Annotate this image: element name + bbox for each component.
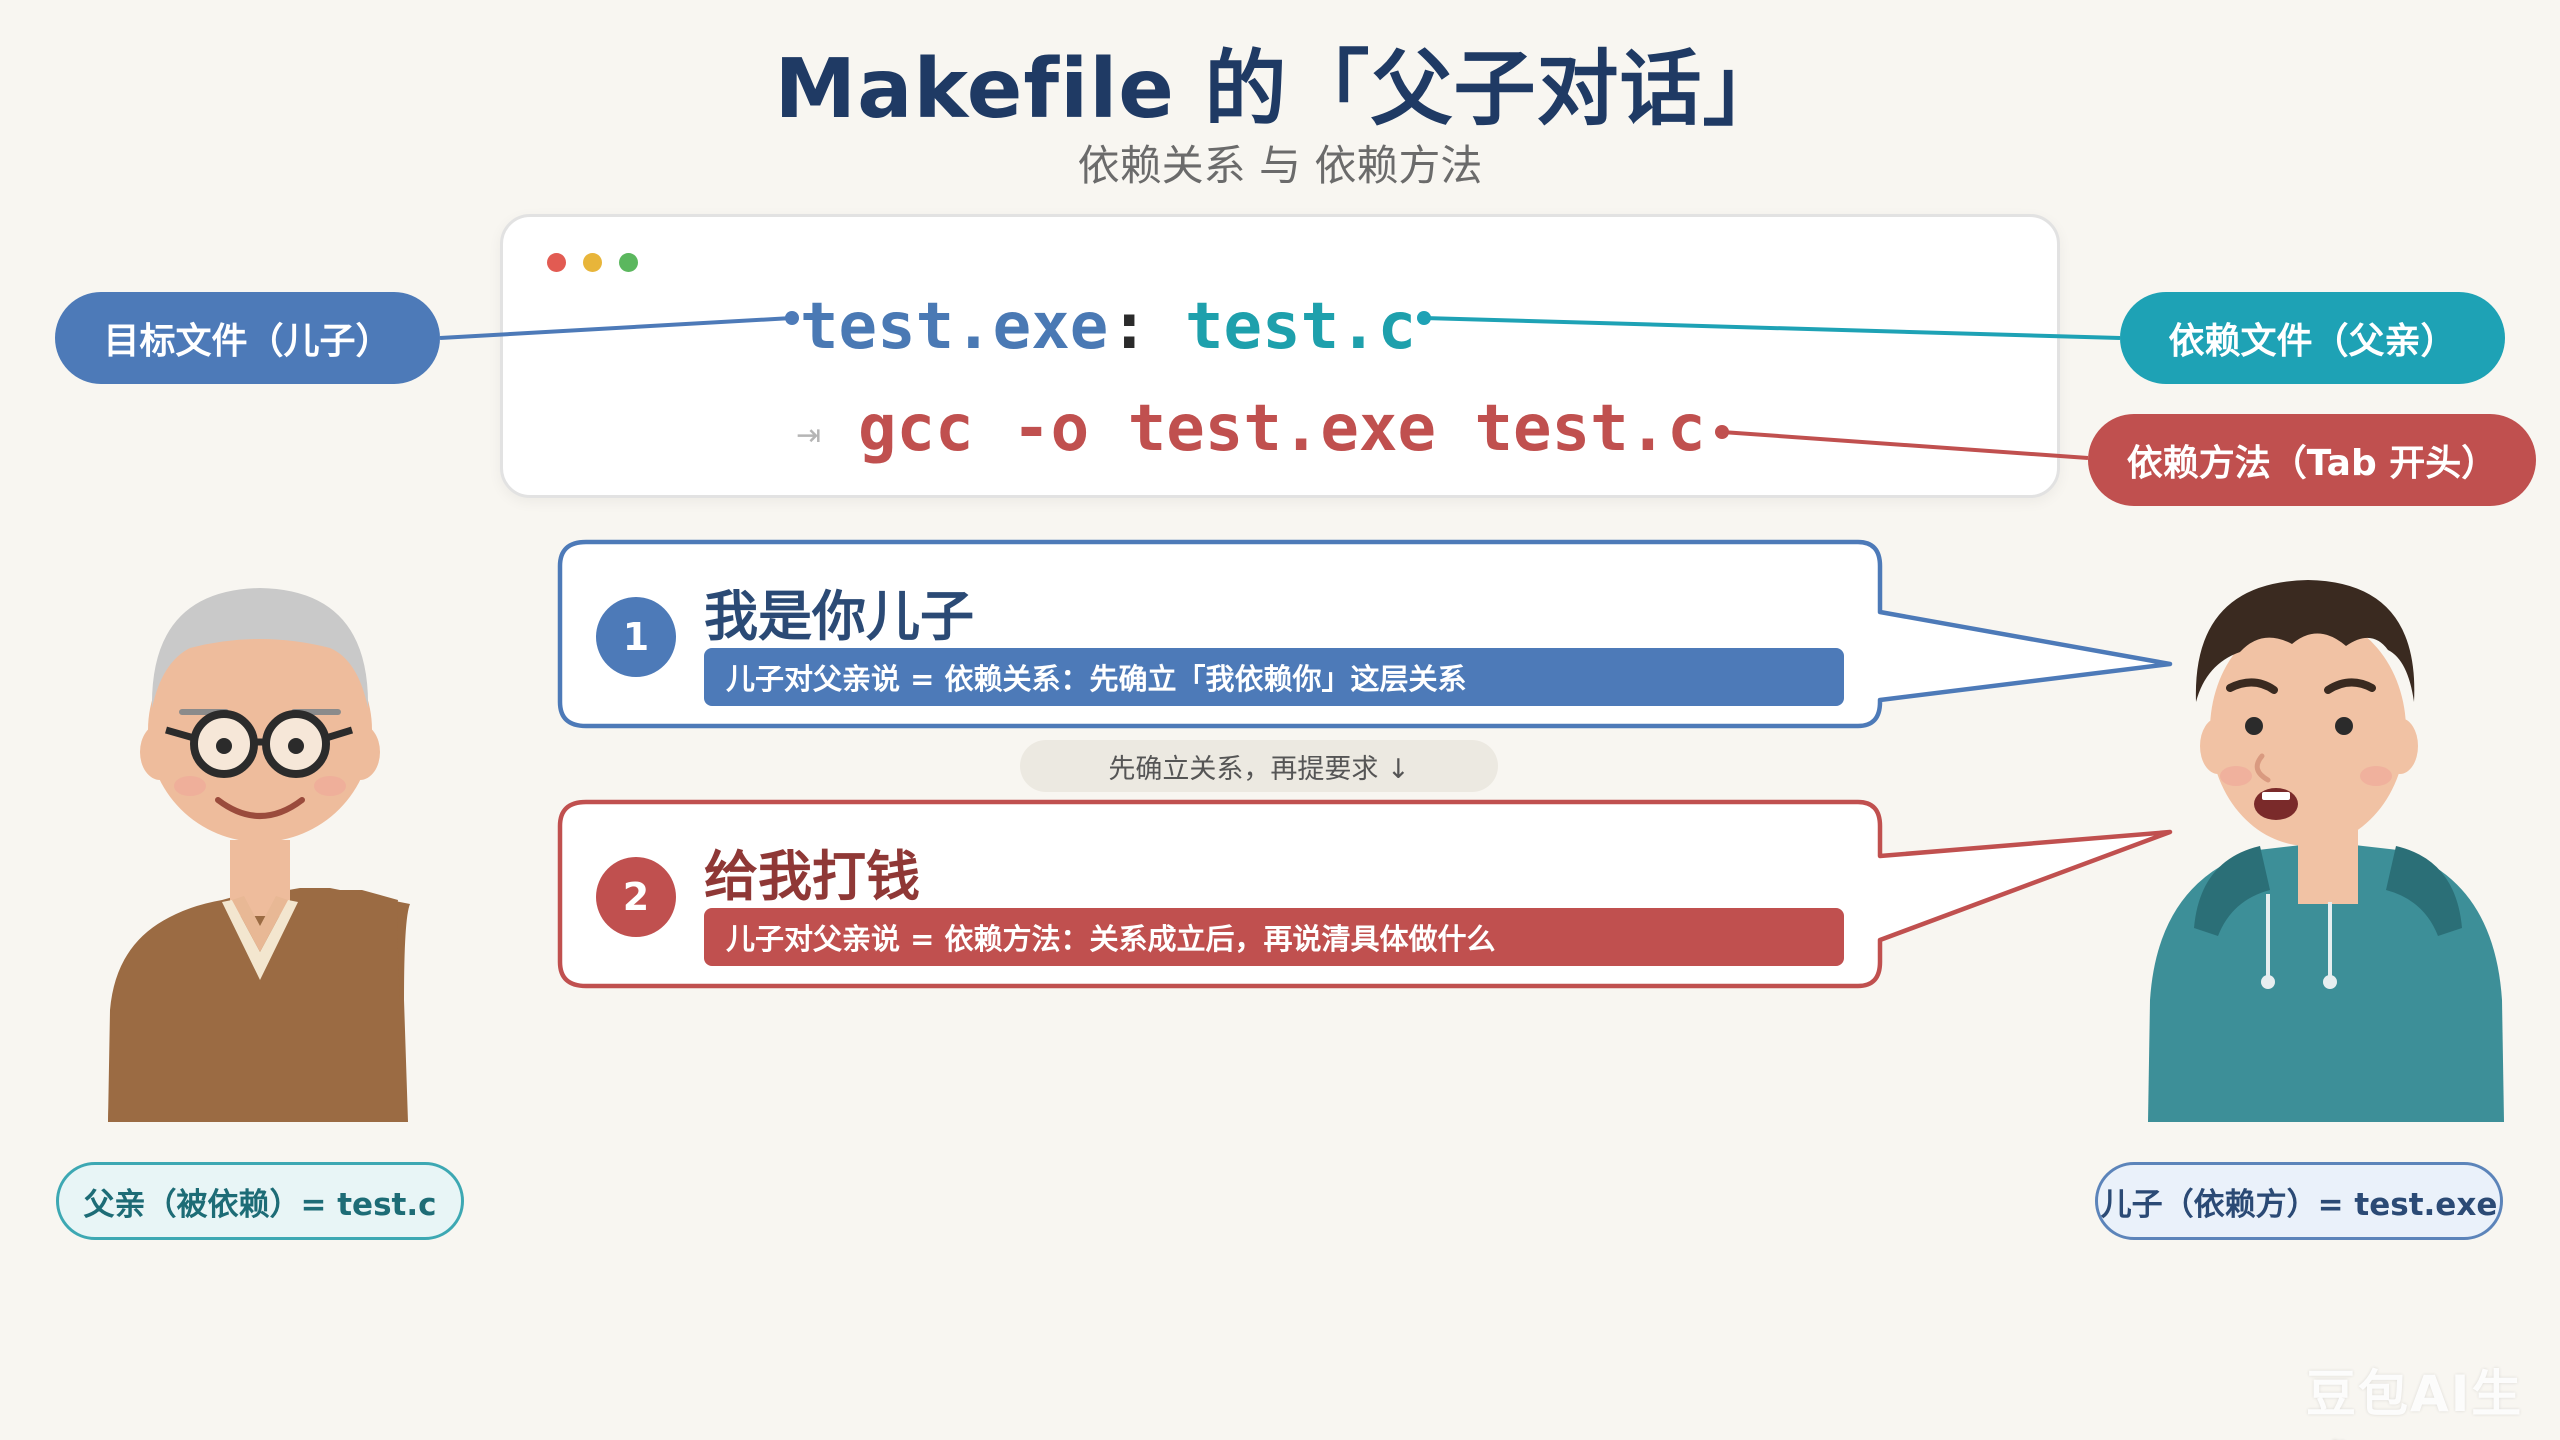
son-illustration: [2148, 580, 2504, 1122]
code-dependency: test.c: [1185, 290, 1417, 364]
transition-note: 先确立关系，再提要求 ↓: [1020, 740, 1498, 792]
code-colon: :: [1110, 290, 1149, 364]
label-dependency-file: 依赖文件（父亲）: [2120, 292, 2505, 384]
label-dependency-method: 依赖方法（Tab 开头）: [2088, 414, 2536, 506]
window-maximize-dot: [619, 253, 638, 272]
connector-dependency: [1417, 311, 2121, 340]
window-close-dot: [547, 253, 566, 272]
window-minimize-dot: [583, 253, 602, 272]
page-subtitle: 依赖关系 与 依赖方法: [1077, 141, 1483, 190]
step-2-title: 给我打钱: [704, 845, 920, 908]
connector-target: [439, 311, 799, 340]
father-illustration: [108, 588, 410, 1122]
watermark: 豆包AI生成: [2306, 1365, 2524, 1440]
step-2-description: 儿子对父亲说 = 依赖方法：关系成立后，再说清具体做什么: [704, 908, 1844, 966]
connector-command: [1715, 425, 2089, 460]
step-1-title: 我是你儿子: [704, 585, 974, 648]
step-2-badge: 2: [596, 857, 676, 937]
page-title: Makefile 的「父子对话」: [774, 42, 1786, 137]
label-target-file: 目标文件（儿子）: [55, 292, 440, 384]
code-target: test.exe: [800, 290, 1109, 364]
step-1-description: 儿子对父亲说 = 依赖关系：先确立「我依赖你」这层关系: [704, 648, 1844, 706]
father-label: 父亲（被依赖）= test.c: [56, 1162, 464, 1240]
son-label: 儿子（依赖方）= test.exe: [2095, 1162, 2503, 1240]
code-window: [500, 214, 2060, 498]
code-command: gcc -o test.exe test.c: [858, 392, 1706, 466]
step-1-badge: 1: [596, 597, 676, 677]
tab-icon: ⇥: [796, 418, 822, 453]
